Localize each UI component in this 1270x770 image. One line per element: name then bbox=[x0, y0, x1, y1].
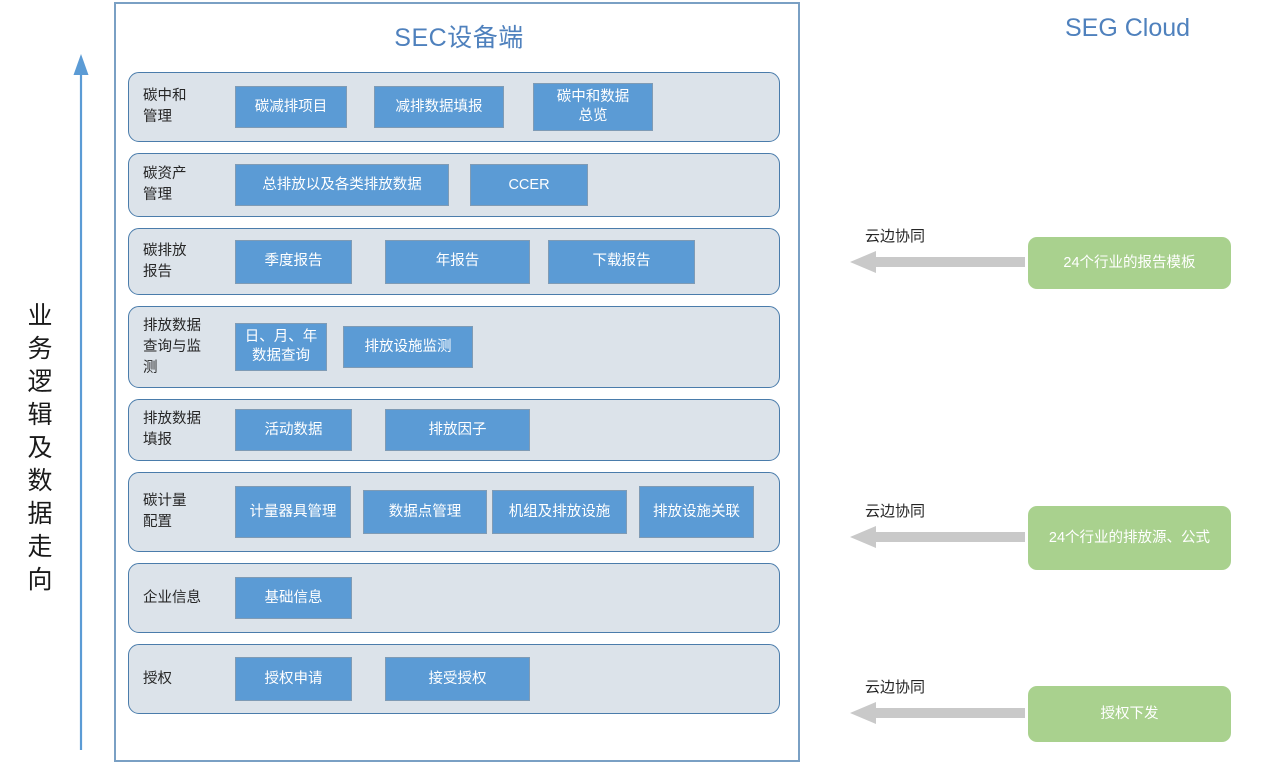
sec-module-tile[interactable]: 下载报告 bbox=[548, 239, 695, 284]
cloud-edge-sync-label: 云边协同 bbox=[865, 679, 926, 696]
sec-module-tile[interactable]: 排放设施关联 bbox=[639, 486, 754, 538]
cloud-edge-sync-group: 云边协同 授权下发 bbox=[845, 676, 1265, 752]
seg-cloud-title: SEG Cloud bbox=[1064, 14, 1191, 42]
flow-label-char: 向 bbox=[27, 566, 53, 594]
cloud-edge-sync-group: 云边协同 24个行业的排放源、公式 bbox=[845, 500, 1265, 584]
flow-label-char: 走 bbox=[27, 533, 53, 561]
sec-module-tile[interactable]: 总排放以及各类排放数据 bbox=[235, 164, 449, 206]
sec-module-tile[interactable]: 碳减排项目 bbox=[235, 86, 347, 128]
sec-module-tile[interactable]: 基础信息 bbox=[235, 577, 352, 619]
sec-module-row: 排放数据填报活动数据排放因子 bbox=[128, 399, 780, 461]
sec-module-row: 企业信息 基础信息 bbox=[128, 563, 780, 633]
sec-module-row: 碳资产管理 总排放以及各类排放数据 CCER bbox=[128, 153, 780, 217]
sec-module-row-label: 碳中和管理 bbox=[143, 88, 187, 125]
sec-module-tile-group: 季度报告年报告下载报告 bbox=[229, 229, 779, 294]
sec-module-tile[interactable]: 碳中和数据总览 bbox=[533, 83, 653, 131]
sec-module-tile[interactable]: 排放设施监测 bbox=[343, 326, 473, 368]
sec-module-tile-group: 授权申请接受授权 bbox=[229, 645, 779, 713]
sync-left-arrow-icon bbox=[850, 526, 1025, 548]
cloud-capability-box[interactable]: 24个行业的排放源、公式 bbox=[1028, 506, 1231, 570]
sec-module-row: 碳中和管理 碳减排项目减排数据填报碳中和数据总览 bbox=[128, 72, 780, 142]
flow-label-char: 数 bbox=[27, 467, 53, 495]
sec-module-tile-group: 活动数据排放因子 bbox=[229, 400, 779, 460]
sec-module-tile[interactable]: 活动数据 bbox=[235, 409, 352, 451]
flow-label-char: 辑 bbox=[27, 401, 53, 429]
sec-module-tile[interactable]: 减排数据填报 bbox=[374, 86, 504, 128]
cloud-capability-box[interactable]: 24个行业的报告模板 bbox=[1028, 237, 1231, 289]
business-flow-axis: 业 务 逻 辑 及 数 据 走 向 bbox=[0, 0, 114, 770]
sec-device-panel: SEC设备端 碳中和管理 碳减排项目减排数据填报碳中和数据总览碳资产管理 总排放以及… bbox=[114, 2, 800, 762]
sec-module-row-label: 碳计量配置 bbox=[143, 493, 187, 530]
sec-module-tile-group: 总排放以及各类排放数据 CCER bbox=[229, 154, 779, 216]
sec-module-row-list: 碳中和管理 碳减排项目减排数据填报碳中和数据总览碳资产管理 总排放以及各类排放数据 C… bbox=[128, 72, 790, 725]
sec-module-row-label: 授权 bbox=[143, 670, 172, 687]
sec-module-row-label: 排放数据查询与监测 bbox=[143, 317, 201, 376]
flow-direction-up-arrow bbox=[73, 54, 89, 750]
sec-module-row: 授权 授权申请接受授权 bbox=[128, 644, 780, 714]
sec-module-tile-group: 计量器具管理数据点管理机组及排放设施排放设施关联 bbox=[229, 473, 779, 551]
cloud-edge-sync-label: 云边协同 bbox=[865, 228, 926, 245]
sec-module-tile[interactable]: 机组及排放设施 bbox=[492, 490, 627, 534]
sec-module-row: 排放数据查询与监测日、月、年数据查询排放设施监测 bbox=[128, 306, 780, 388]
sec-module-tile[interactable]: 计量器具管理 bbox=[235, 486, 351, 538]
cloud-edge-sync-label: 云边协同 bbox=[865, 503, 926, 520]
sec-module-tile[interactable]: 数据点管理 bbox=[363, 490, 487, 534]
sync-left-arrow-icon bbox=[850, 251, 1025, 273]
sec-module-row: 碳计量配置 计量器具管理数据点管理机组及排放设施排放设施关联 bbox=[128, 472, 780, 552]
sec-module-tile-group: 基础信息 bbox=[229, 564, 779, 632]
sec-module-tile[interactable]: 接受授权 bbox=[385, 657, 530, 701]
sec-module-tile-group: 日、月、年数据查询排放设施监测 bbox=[229, 307, 779, 387]
cloud-capability-box[interactable]: 授权下发 bbox=[1028, 686, 1231, 742]
cloud-edge-sync-group: 云边协同 24个行业的报告模板 bbox=[845, 225, 1265, 297]
sec-module-row: 碳排放报告 季度报告年报告下载报告 bbox=[128, 228, 780, 295]
sec-module-tile[interactable]: 授权申请 bbox=[235, 657, 352, 701]
sec-module-tile[interactable]: 日、月、年数据查询 bbox=[235, 323, 327, 371]
sec-panel-title: SEC设备端 bbox=[394, 24, 524, 52]
sec-module-row-label: 排放数据填报 bbox=[143, 411, 201, 448]
sec-module-row-label: 碳排放报告 bbox=[143, 242, 187, 280]
sec-module-row-label: 碳资产管理 bbox=[143, 166, 187, 203]
sec-module-tile[interactable]: 季度报告 bbox=[235, 239, 352, 284]
sec-module-tile[interactable]: 年报告 bbox=[385, 239, 530, 284]
flow-label-char: 业 bbox=[27, 302, 53, 330]
sync-left-arrow-icon bbox=[850, 702, 1025, 724]
flow-label-char: 务 bbox=[27, 335, 53, 363]
sec-module-tile[interactable]: 排放因子 bbox=[385, 409, 530, 451]
flow-label-char: 逻 bbox=[27, 368, 53, 396]
sec-module-row-label: 企业信息 bbox=[143, 589, 201, 606]
sec-module-tile[interactable]: CCER bbox=[470, 164, 588, 206]
sec-module-tile-group: 碳减排项目减排数据填报碳中和数据总览 bbox=[229, 73, 779, 141]
flow-label-char: 据 bbox=[27, 500, 53, 528]
flow-label-char: 及 bbox=[27, 434, 53, 462]
business-flow-label: 业 务 逻 辑 及 数 据 走 向 bbox=[18, 300, 62, 597]
